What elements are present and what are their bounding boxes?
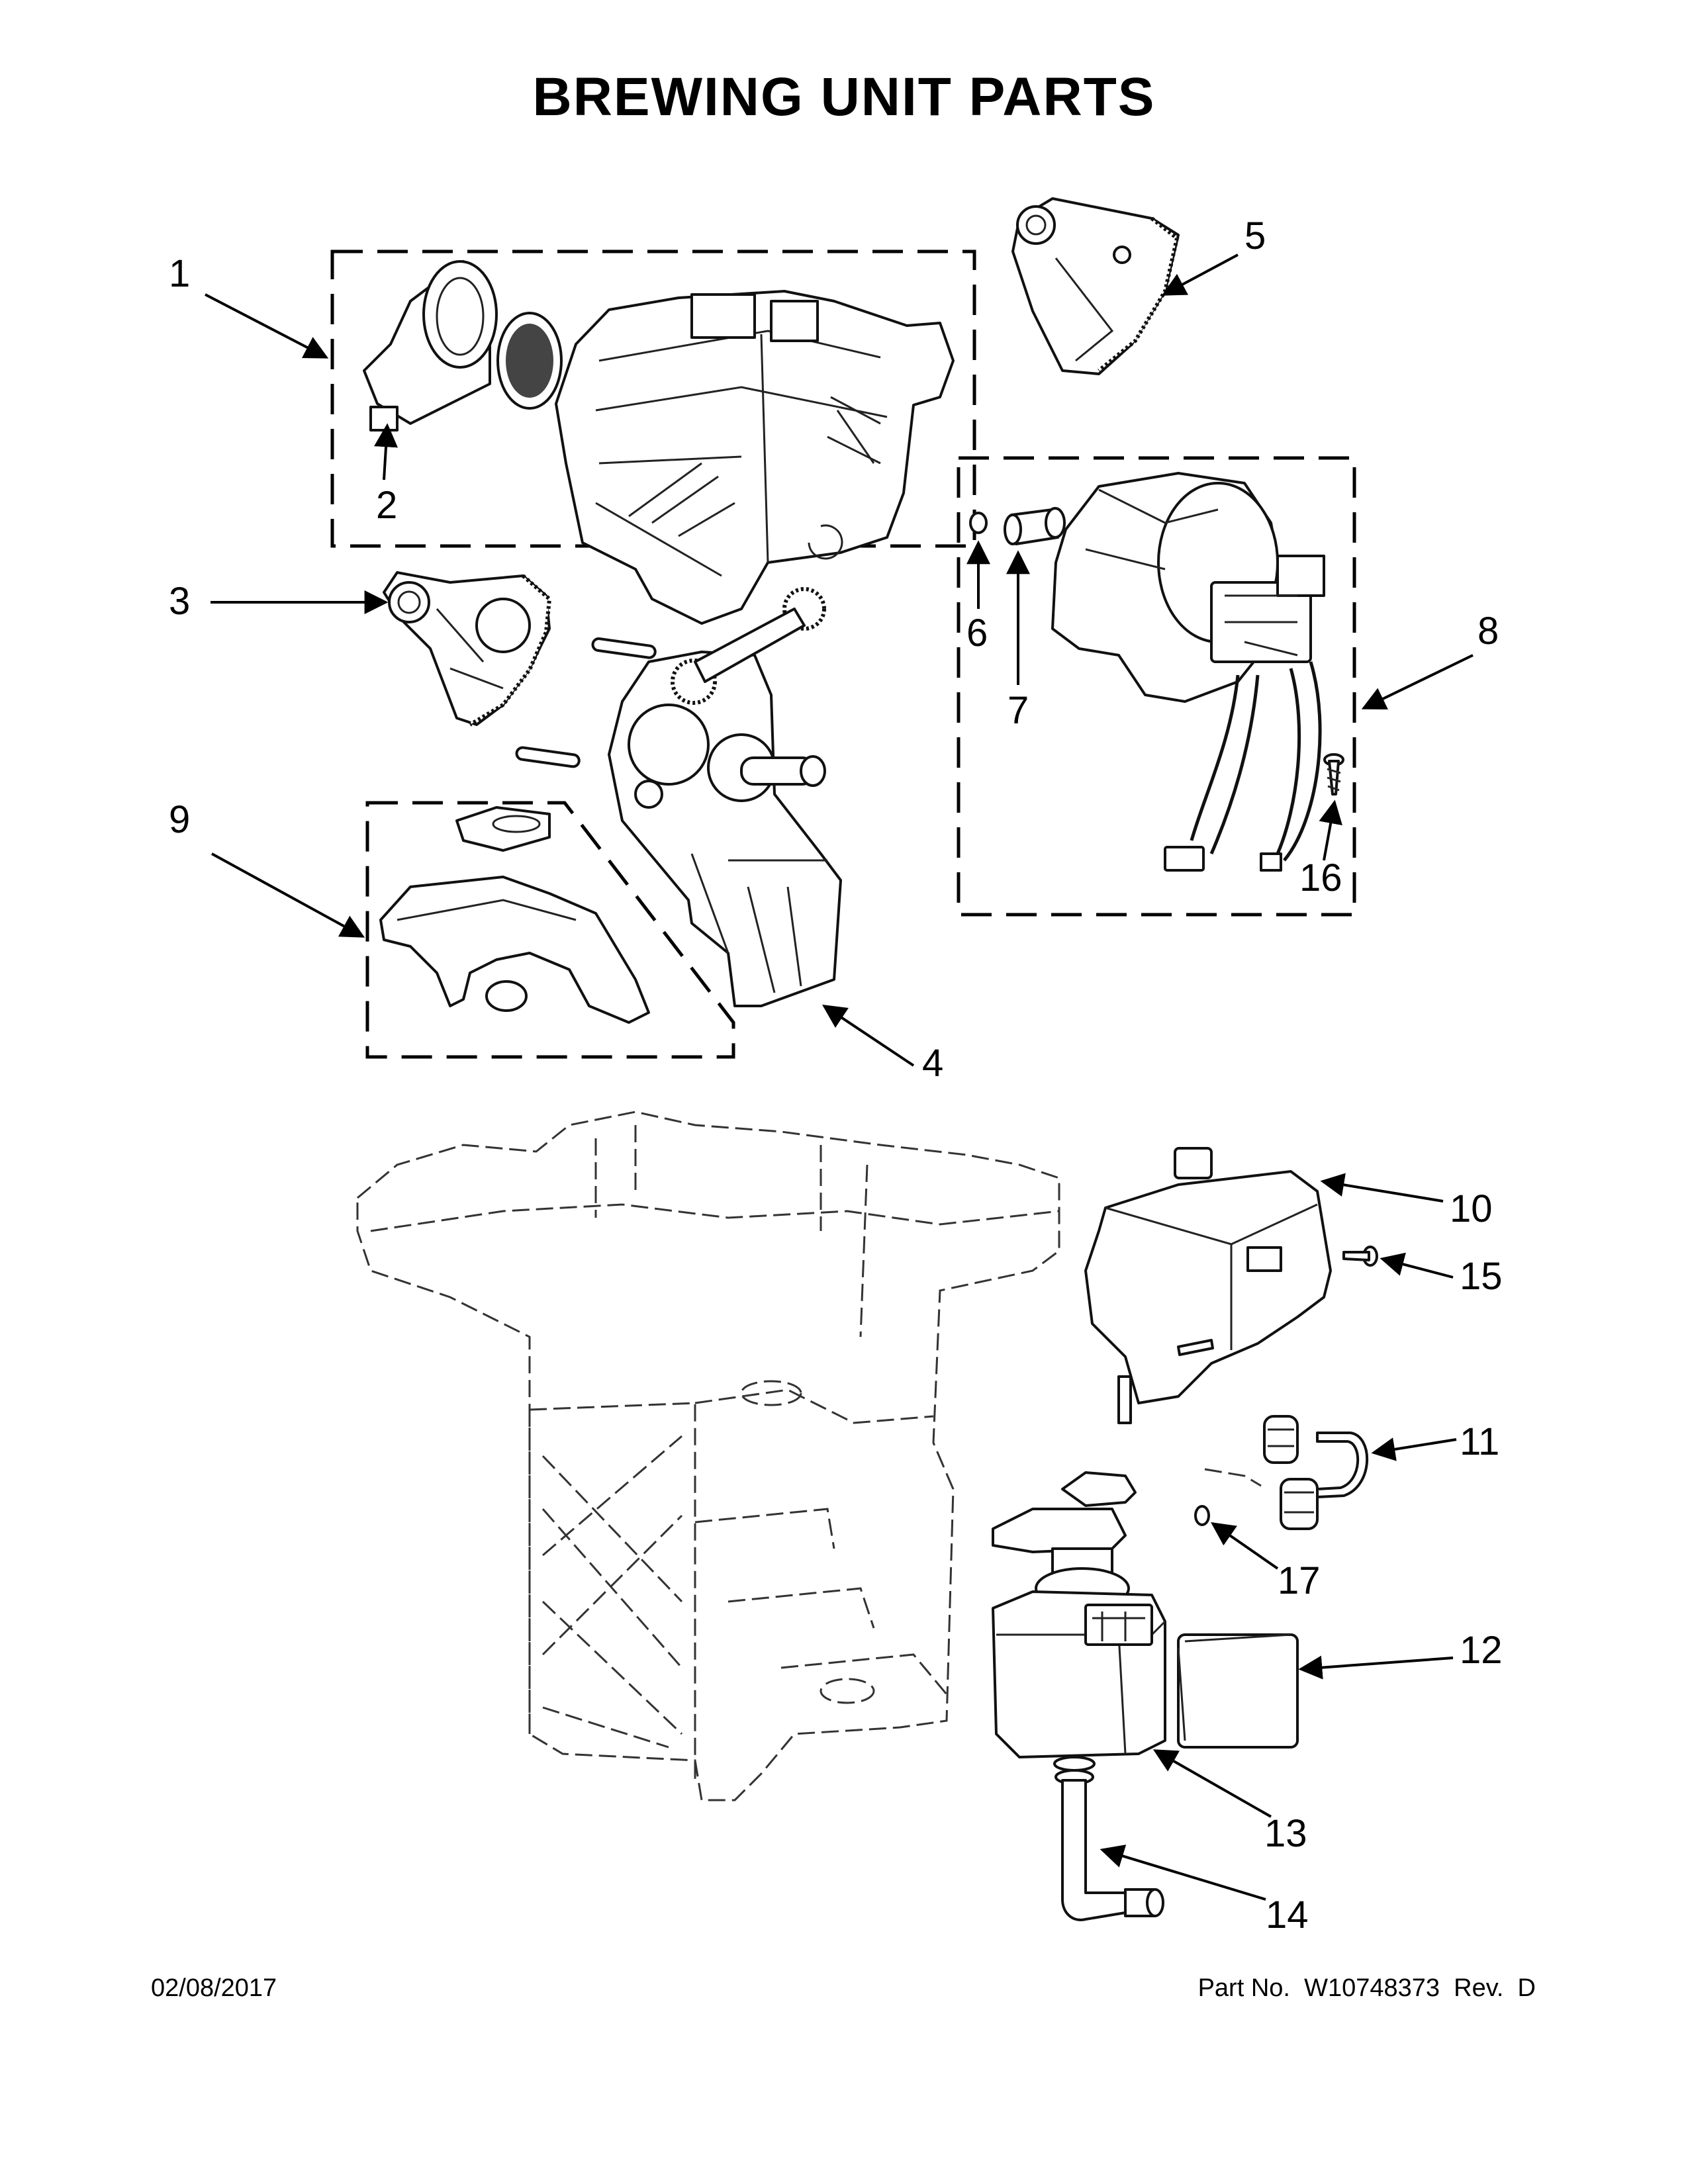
- callout-7: 7: [1008, 689, 1029, 732]
- chassis-frame-phantom: [356, 1111, 1060, 1801]
- screw-on-box: [1177, 1339, 1214, 1356]
- callout-17: 17: [1278, 1559, 1321, 1602]
- callout-4: 4: [922, 1042, 944, 1085]
- callout-15: 15: [1460, 1255, 1503, 1298]
- callout-5: 5: [1244, 214, 1266, 257]
- pump-cover-12: [1177, 1633, 1299, 1749]
- callout-9: 9: [169, 798, 191, 841]
- o-ring-6: [969, 512, 988, 534]
- screw-16: [1323, 753, 1344, 796]
- gear-segment-right: [1011, 197, 1180, 375]
- callout-14: 14: [1266, 1893, 1309, 1936]
- callout-2: 2: [376, 484, 398, 527]
- coffee-outlet-spout: [379, 806, 650, 1024]
- drive-gear-assembly: [608, 587, 842, 1007]
- callout-1: 1: [169, 252, 191, 295]
- callout-12: 12: [1460, 1629, 1503, 1672]
- funnel-filter-assembly: [363, 260, 563, 432]
- leader-11: [1371, 1437, 1457, 1461]
- footer-part-number: Part No. W10748373 Rev. D: [1197, 1974, 1536, 2002]
- valve-guide-line: [1204, 1468, 1262, 1487]
- leader-8: [1361, 654, 1474, 710]
- leader-12: [1298, 1655, 1454, 1680]
- pump-assembly: [992, 1471, 1166, 1758]
- callout-6: 6: [966, 612, 988, 655]
- callout-16: 16: [1299, 856, 1342, 899]
- callout-11: 11: [1460, 1420, 1500, 1463]
- footer-date: 02/08/2017: [151, 1974, 277, 2002]
- callout-13: 13: [1264, 1812, 1307, 1855]
- callout-3: 3: [169, 580, 191, 623]
- leader-5: [1161, 253, 1239, 296]
- leader-1: [205, 293, 329, 359]
- hose-14: [1053, 1756, 1164, 1921]
- leader-2: [374, 423, 398, 480]
- pin-upper: [591, 637, 657, 659]
- leader-13: [1152, 1749, 1272, 1818]
- group-box-1: [330, 250, 976, 548]
- leader-9: [211, 852, 365, 938]
- gear-segment-left: [383, 571, 552, 727]
- leader-14: [1100, 1844, 1266, 1901]
- pump-cover-12-edge: [1177, 1633, 1291, 1741]
- brew-chamber-housing: [555, 290, 955, 625]
- leader-17: [1211, 1522, 1279, 1570]
- leader-4: [822, 1005, 915, 1067]
- group-box-8: [957, 456, 1356, 917]
- leader-15: [1380, 1252, 1454, 1279]
- e-clip: [808, 524, 843, 560]
- page-title: BREWING UNIT PARTS: [532, 67, 1156, 127]
- leader-10: [1320, 1173, 1444, 1203]
- callout-8: 8: [1477, 610, 1499, 653]
- callout-10: 10: [1450, 1187, 1493, 1230]
- o-ring-17: [1194, 1505, 1210, 1526]
- valve-assembly-11: [1263, 1415, 1369, 1530]
- screw-15: [1342, 1246, 1378, 1267]
- leader-16: [1319, 799, 1342, 861]
- coupler-7: [1004, 507, 1066, 545]
- group-box-9: [365, 801, 735, 1059]
- control-box-cover: [1084, 1147, 1332, 1424]
- pin-lower: [515, 746, 581, 768]
- motor-assembly: [1051, 472, 1325, 872]
